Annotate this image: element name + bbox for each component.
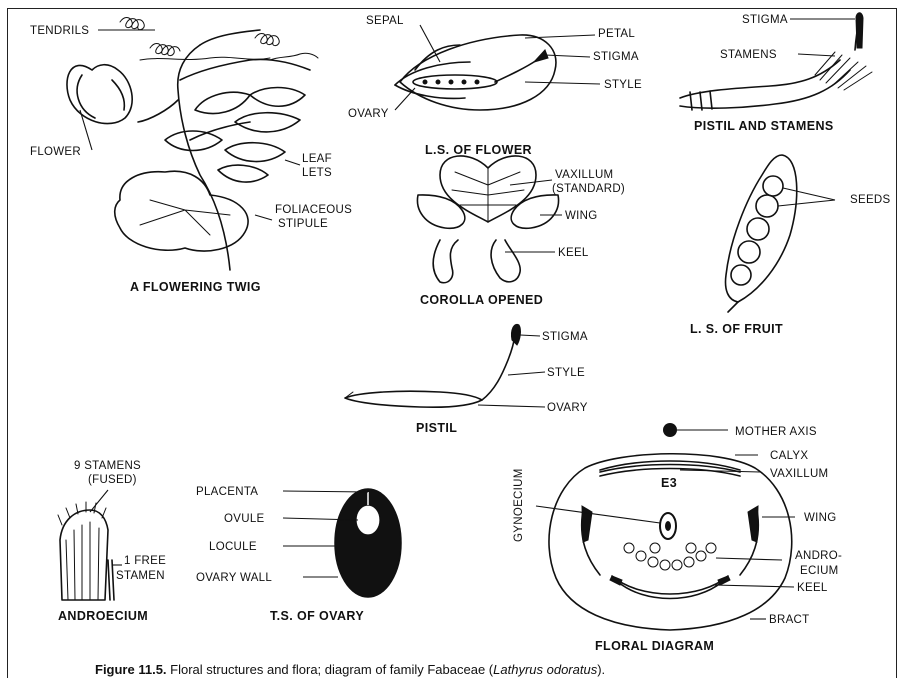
title-ovary-ts: T.S. OF OVARY [270, 609, 364, 623]
androecium: 9 STAMENS (FUSED) 1 FREE STAMEN ANDROECI… [58, 460, 166, 623]
label-leaflets-1: LEAF [302, 153, 332, 165]
label-style-pistil: STYLE [547, 367, 585, 379]
label-vexillum-fd: VAXILLUM [770, 468, 828, 480]
title-pistil: PISTIL [416, 421, 457, 435]
label-bract: BRACT [769, 614, 809, 626]
title-pistil-stamens: PISTIL AND STAMENS [694, 119, 834, 133]
label-seeds: SEEDS [850, 194, 891, 206]
label-flower: FLOWER [30, 146, 81, 158]
title-flowering-twig: A FLOWERING TWIG [130, 280, 261, 294]
caption-end: ). [597, 662, 605, 677]
pistil: STIGMA STYLE OVARY PISTIL [345, 324, 588, 435]
label-locule: LOCULE [209, 541, 257, 553]
label-ovary-pistil: OVARY [547, 402, 588, 414]
label-stigma-ps: STIGMA [742, 14, 788, 26]
title-fruit-ls: L. S. OF FRUIT [690, 322, 783, 336]
title-androecium: ANDROECIUM [58, 609, 148, 623]
label-mother-axis: MOTHER AXIS [735, 426, 817, 438]
label-placenta: PLACENTA [196, 486, 258, 498]
label-vexillum: VAXILLUM [555, 169, 613, 181]
title-flower-ls: L.S. OF FLOWER [425, 143, 532, 157]
label-keel: KEEL [558, 247, 589, 259]
label-fused: (FUSED) [88, 474, 137, 486]
svg-text:E3: E3 [661, 476, 677, 490]
label-keel-fd: KEEL [797, 582, 828, 594]
label-wing-fd: WING [804, 512, 837, 524]
label-tendrils: TENDRILS [30, 25, 89, 37]
flowering-twig: TENDRILS FLOWER LEAF LETS FOLIACEOUS STI… [30, 18, 352, 295]
botanical-figure: TENDRILS FLOWER LEAF LETS FOLIACEOUS STI… [0, 0, 906, 662]
label-one-free: 1 FREE [124, 555, 166, 567]
label-style: STYLE [604, 79, 642, 91]
label-nine-stamens: 9 STAMENS [74, 460, 141, 472]
flower-longitudinal-section: SEPAL PETAL STIGMA STYLE OVARY L.S. OF F… [348, 15, 642, 157]
label-ecium: ECIUM [800, 565, 839, 577]
label-petal: PETAL [598, 28, 635, 40]
caption-text: Floral structures and flora; diagram of … [167, 662, 494, 677]
label-andro: ANDRO- [795, 550, 842, 562]
caption-figure-number: Figure 11.5. [95, 662, 167, 677]
label-ovule: OVULE [224, 513, 265, 525]
label-foliaceous: FOLIACEOUS [275, 204, 352, 216]
label-stamen: STAMEN [116, 570, 165, 582]
title-corolla-opened: COROLLA OPENED [420, 293, 543, 307]
pistil-and-stamens: STIGMA STAMENS PISTIL AND STAMENS [680, 13, 872, 133]
label-ovary: OVARY [348, 108, 389, 120]
ovary-transverse-section: PLACENTA OVULE LOCULE OVARY WALL T.S. OF… [196, 486, 401, 623]
label-stamens: STAMENS [720, 49, 777, 61]
label-wing: WING [565, 210, 598, 222]
label-stigma-pistil: STIGMA [542, 331, 588, 343]
corolla-opened: VAXILLUM (STANDARD) WING KEEL COROLLA OP… [417, 156, 625, 307]
label-gynoecium: GYNOECIUM [513, 468, 525, 542]
label-leaflets-2: LETS [302, 167, 332, 179]
label-standard: (STANDARD) [552, 183, 625, 195]
label-stigma: STIGMA [593, 51, 639, 63]
caption-species: Lathyrus odoratus [493, 662, 597, 677]
label-stipule: STIPULE [278, 218, 328, 230]
floral-diagram: E3 GYNOECIUM MOTHER AXIS CALYX VAXILLUM … [513, 423, 842, 653]
figure-caption: Figure 11.5. Floral structures and flora… [95, 662, 605, 677]
fruit-longitudinal-section: SEEDS L. S. OF FRUIT [690, 155, 891, 336]
label-ovary-wall: OVARY WALL [196, 572, 272, 584]
label-sepal: SEPAL [366, 15, 404, 27]
label-calyx: CALYX [770, 450, 808, 462]
title-floral-diagram: FLORAL DIAGRAM [595, 639, 714, 653]
